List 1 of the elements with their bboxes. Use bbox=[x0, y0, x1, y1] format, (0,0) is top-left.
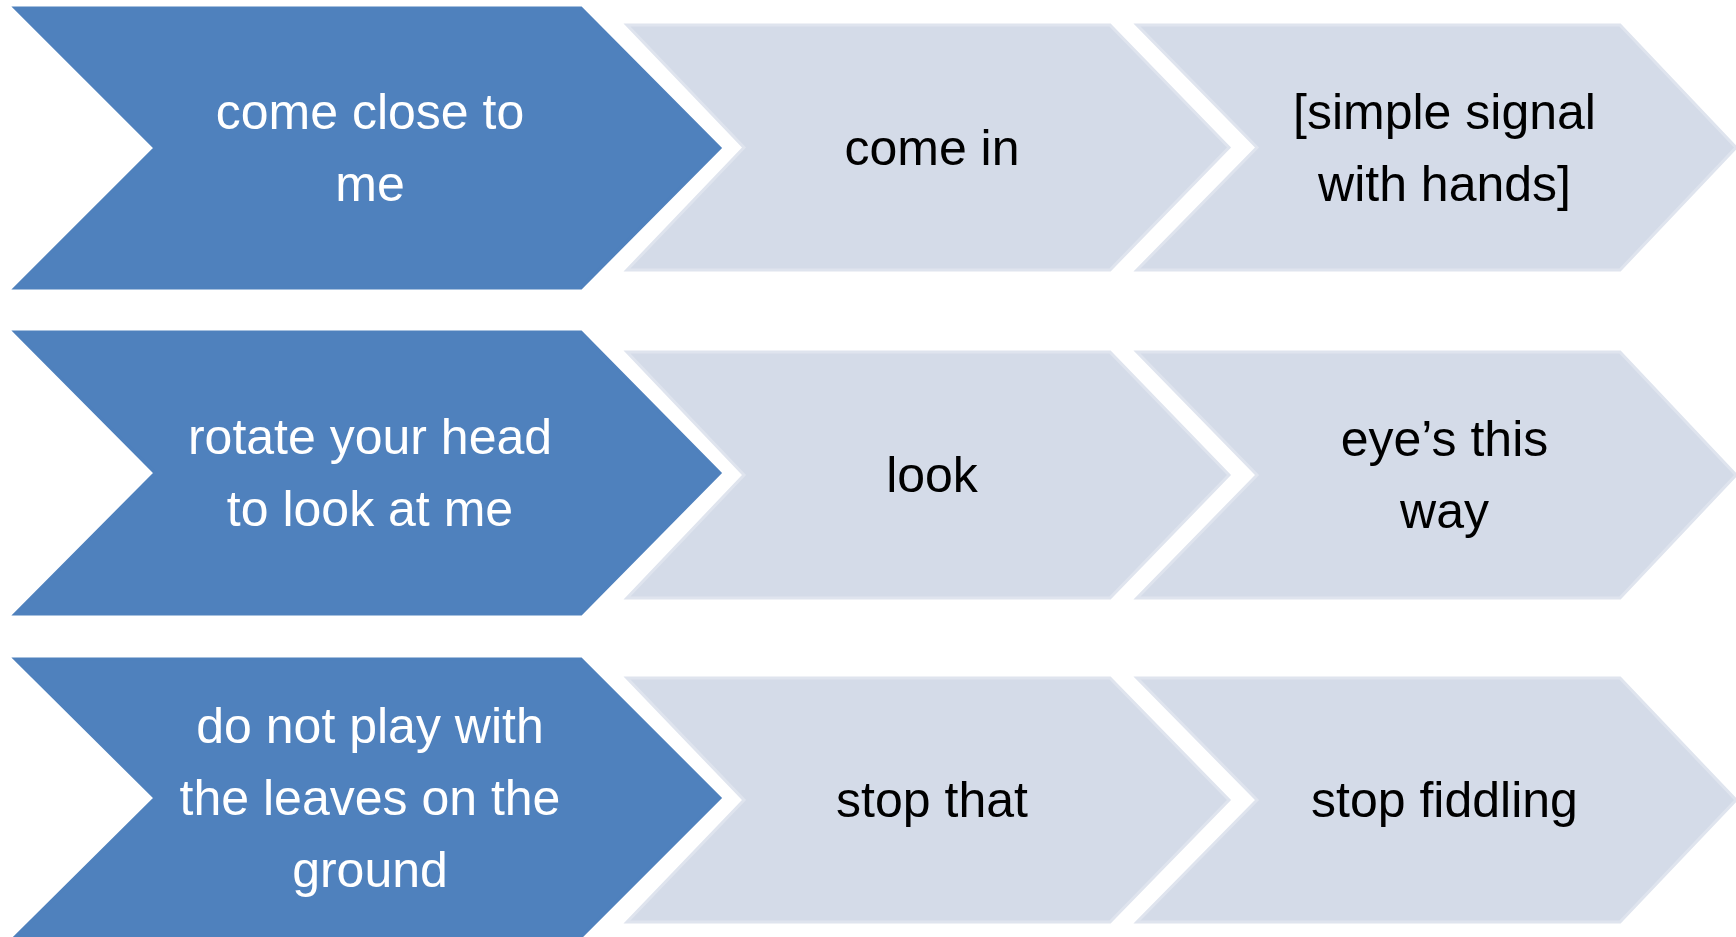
step-text: do not play with the leaves on the ground bbox=[178, 697, 562, 900]
